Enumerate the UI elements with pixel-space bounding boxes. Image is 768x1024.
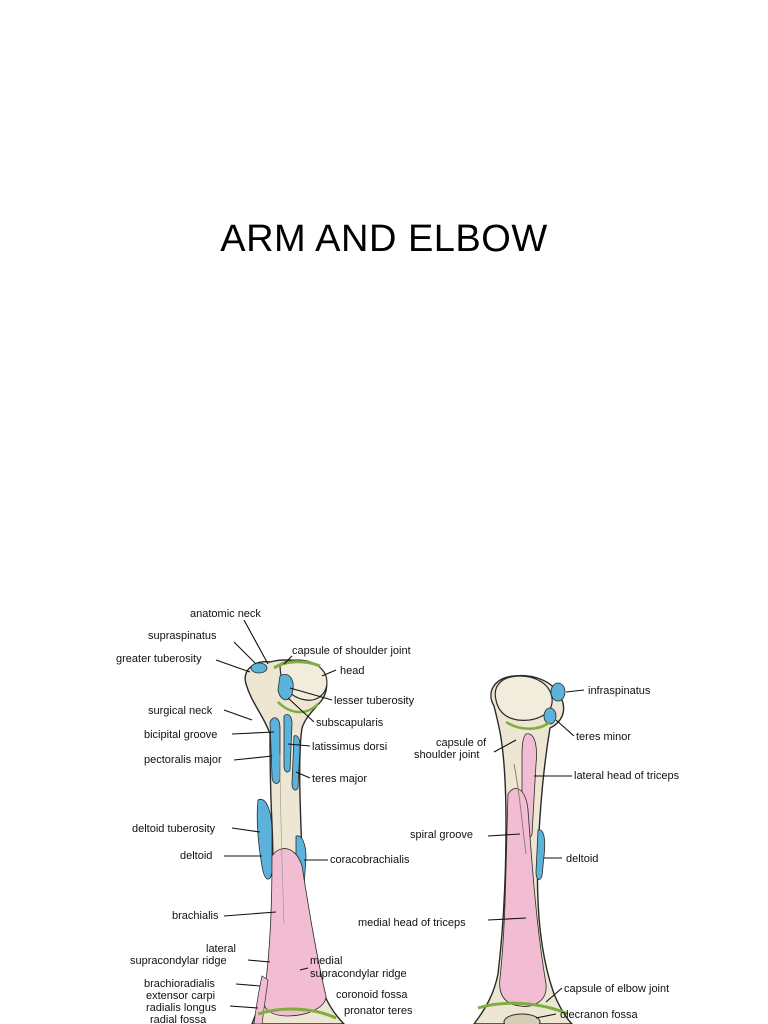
label-greater-tuberosity: greater tuberosity [116,653,202,665]
label-ecrl-line1: extensor carpi [146,990,215,1002]
label-ecrl-line2: radialis longus [146,1002,217,1014]
humerus-diagram: anatomic neck supraspinatus greater tube… [74,604,696,1024]
infraspinatus-marking [550,682,566,702]
anterior-shoulder-capsule [273,660,321,670]
olecranon-fossa-shape [503,1013,541,1024]
supraspinatus-marking [250,662,268,674]
label-capsule-shoulder-line2: shoulder joint [414,749,479,761]
subscapularis-marking [277,674,294,701]
label-teres-minor: teres minor [576,731,631,743]
label-pronator-teres: pronator teres [344,1005,413,1017]
label-bicipital-groove: bicipital groove [144,729,217,741]
posterior-elbow-capsule [477,1001,569,1016]
label-capsule-shoulder: capsule of shoulder joint [292,645,411,657]
label-lateral-ridge-line2: supracondylar ridge [130,955,227,967]
label-coronoid-fossa: coronoid fossa [336,989,408,1001]
label-lateral-head-triceps: lateral head of triceps [574,770,680,782]
spiral-groove-line [513,763,527,855]
teres-minor-marking [543,707,557,725]
posterior-humerus [473,674,573,1024]
posterior-shoulder-capsule [505,720,551,730]
label-capsule-elbow: capsule of elbow joint [564,983,669,995]
label-lesser-tuberosity: lesser tuberosity [334,695,415,707]
label-deltoid-tuberosity: deltoid tuberosity [132,823,216,835]
label-subscapularis: subscapularis [316,717,384,729]
label-lateral-ridge-line1: lateral [206,943,236,955]
label-deltoid: deltoid [180,850,212,862]
label-coracobrachialis: coracobrachialis [330,854,410,866]
label-medial-ridge-line1: medial [310,955,342,967]
anterior-elbow-capsule [257,1007,337,1020]
label-medial-head-triceps: medial head of triceps [358,917,466,929]
posterior-humerus-head [494,675,553,721]
label-olecranon-fossa: olecranon fossa [560,1009,639,1021]
label-capsule-shoulder-line1: capsule of [436,737,487,749]
label-posterior-deltoid: deltoid [566,853,598,865]
label-brachialis: brachialis [172,910,219,922]
label-surgical-neck: surgical neck [148,705,213,717]
label-supraspinatus: supraspinatus [148,630,217,642]
label-pectoralis-major: pectoralis major [144,754,222,766]
brachioradialis-marking [253,975,269,1024]
label-anatomic-neck: anatomic neck [190,608,261,620]
posterior-deltoid-marking [535,829,546,880]
label-medial-ridge-line2: supracondylar ridge [310,968,407,980]
label-radial-fossa: radial fossa [150,1014,207,1024]
label-head: head [340,665,364,677]
deltoid-marking [256,798,273,880]
latissimus-dorsi-marking [283,714,293,773]
label-brachioradialis: brachioradialis [144,978,215,990]
label-latissimus-dorsi: latissimus dorsi [312,741,387,753]
anterior-humerus [244,659,345,1024]
humerus-illustration: anatomic neck supraspinatus greater tube… [116,608,680,1024]
label-infraspinatus: infraspinatus [588,685,651,697]
brachialis-marking [262,848,327,1017]
teres-major-marking [291,735,301,791]
anterior-leader-lines [215,619,337,1009]
slide-title: ARM AND ELBOW [220,218,548,260]
posterior-leader-lines [487,689,585,1019]
label-spiral-groove: spiral groove [410,829,473,841]
label-teres-major: teres major [312,773,367,785]
